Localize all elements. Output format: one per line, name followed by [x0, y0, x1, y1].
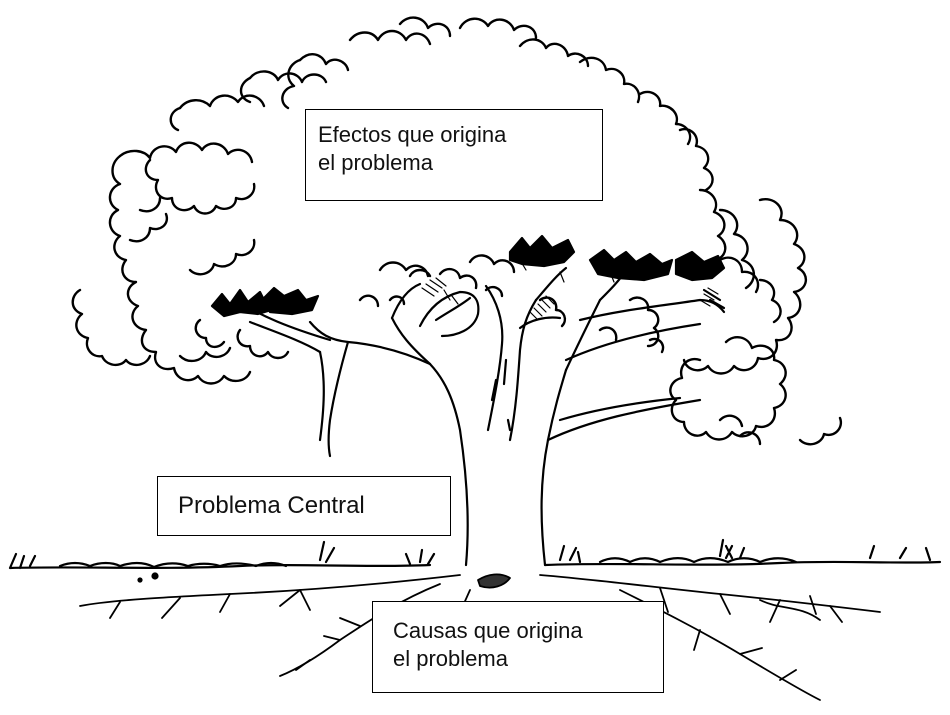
causes-label-line1: Causas que origina — [393, 618, 583, 643]
effects-label-line1: Efectos que origina — [318, 122, 507, 147]
ground-grass — [8, 538, 942, 583]
branches — [234, 266, 726, 458]
trunk — [390, 284, 568, 567]
central-problem-label: Problema Central — [178, 492, 365, 519]
effects-label-box: Efectos que origina el problema — [305, 109, 603, 201]
canopy-outline — [71, 16, 843, 446]
causes-label-box: Causas que origina el problema — [372, 601, 664, 693]
roots — [79, 573, 881, 701]
causes-label-line2: el problema — [393, 645, 508, 671]
bark-hatching — [421, 259, 719, 321]
central-problem-label-box: Problema Central — [157, 476, 451, 536]
effects-label-line2: el problema — [318, 149, 433, 175]
dark-foliage — [210, 234, 726, 318]
